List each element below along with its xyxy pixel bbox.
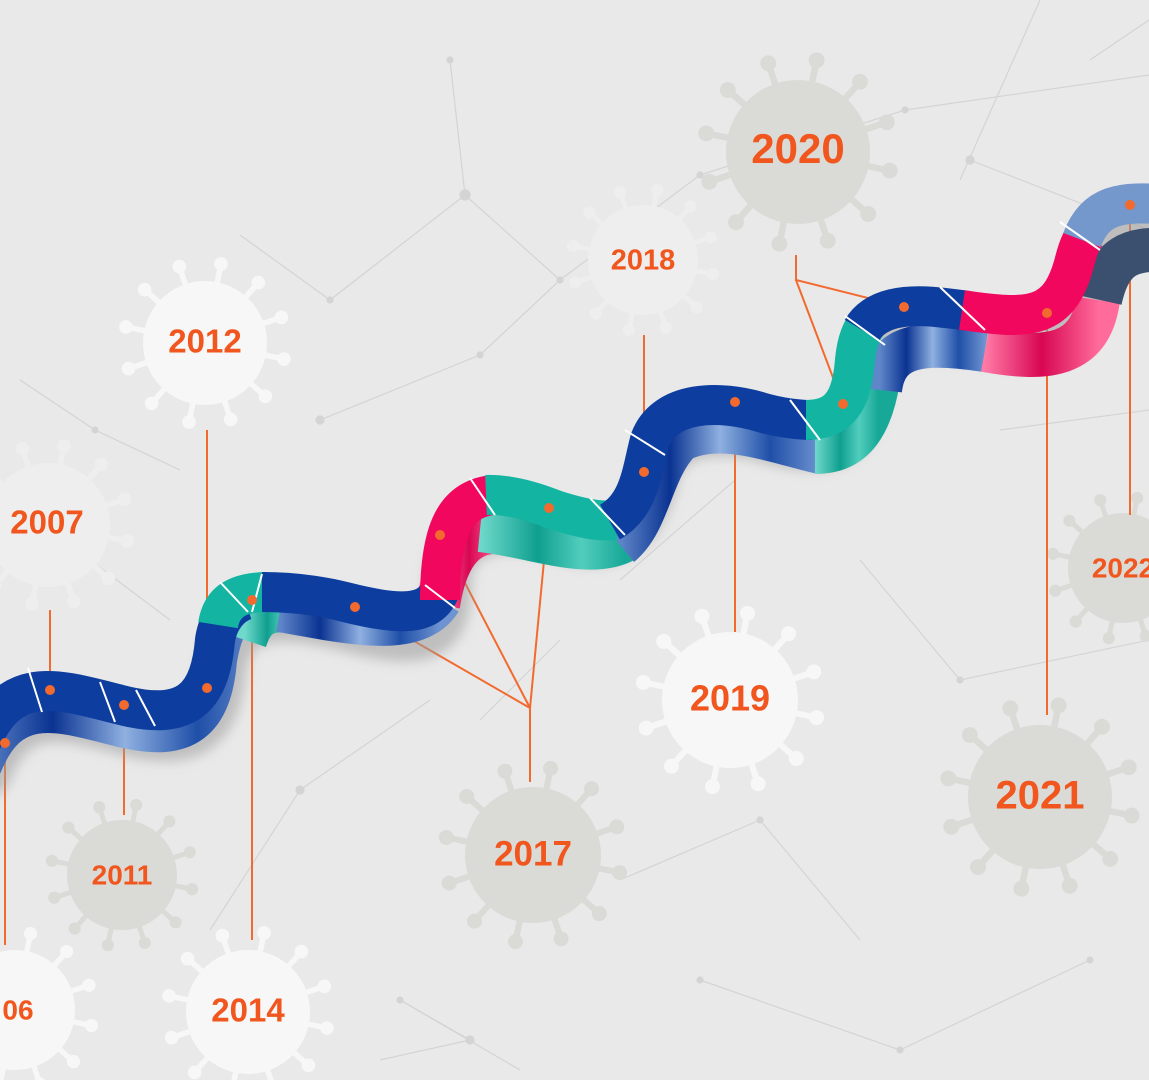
year-label-2006: 06 bbox=[2, 994, 33, 1025]
ribbon-top-teal-1 bbox=[198, 572, 269, 630]
year-label-2020: 2020 bbox=[751, 125, 844, 172]
year-label-2019: 2019 bbox=[690, 678, 770, 719]
year-label-2014: 2014 bbox=[211, 992, 285, 1029]
virus-icon-2007 bbox=[0, 439, 134, 611]
year-label-2021: 2021 bbox=[996, 774, 1085, 818]
virus-icon-2020 bbox=[698, 52, 898, 252]
ribbon-top-teal-2 bbox=[485, 474, 618, 541]
ribbon-top-blue-3 bbox=[598, 385, 813, 540]
virus-icon-2011 bbox=[45, 798, 199, 952]
virus-icon-2022 bbox=[1046, 491, 1149, 645]
year-label-2012: 2012 bbox=[168, 323, 241, 360]
ribbon-side-teal-3 bbox=[813, 376, 900, 474]
year-label-2018: 2018 bbox=[611, 245, 676, 277]
ribbon-top-magenta-2 bbox=[959, 217, 1103, 335]
connector-dots bbox=[0, 200, 1135, 748]
year-label-2011: 2011 bbox=[92, 859, 153, 890]
virus-icon-2021 bbox=[940, 697, 1140, 897]
ribbon-top-blue-4 bbox=[844, 286, 972, 342]
year-label-2007: 2007 bbox=[10, 504, 83, 541]
timeline-ribbon bbox=[0, 183, 1149, 793]
ribbon-top-blue-2 bbox=[261, 572, 459, 632]
ribbon-side-blue-4 bbox=[858, 323, 989, 394]
virus-icon-2006 bbox=[0, 926, 99, 1080]
virus-icon-2018 bbox=[566, 183, 720, 337]
ribbon-top-blue-left bbox=[0, 581, 253, 750]
year-labels: 06 2007 2011 2012 2014 2017 2018 2019 20… bbox=[2, 125, 1149, 1029]
ribbon-side-teal-2 bbox=[477, 508, 636, 570]
year-label-2017: 2017 bbox=[494, 834, 572, 873]
ribbon-top-teal-3 bbox=[804, 310, 885, 440]
year-label-2022: 2022 bbox=[1092, 552, 1149, 583]
virus-icon-2019 bbox=[635, 605, 825, 795]
virus-bubbles bbox=[0, 52, 1149, 1080]
virus-icon-2014 bbox=[162, 926, 334, 1080]
ribbon-top-magenta-1 bbox=[420, 475, 496, 601]
ribbon-side-dark-end bbox=[1078, 227, 1149, 306]
virus-icon-2012 bbox=[119, 257, 291, 429]
connector-2017-c bbox=[529, 507, 550, 782]
ribbon-top-lightblue-end bbox=[1063, 183, 1149, 248]
virus-icon-2017 bbox=[438, 760, 628, 950]
ribbon-side-magenta-2 bbox=[981, 295, 1120, 377]
ribbon-dividers bbox=[27, 221, 1101, 727]
